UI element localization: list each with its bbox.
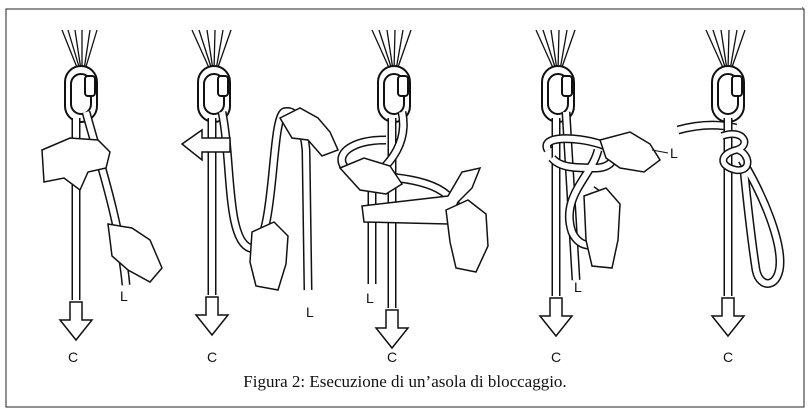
hand-icon [446, 200, 488, 272]
carabiner-icon [65, 66, 97, 122]
ropes-top-1 [62, 30, 97, 70]
carabiner-icon [712, 66, 744, 122]
corner-mark: , [801, 0, 804, 10]
step-1 [42, 30, 162, 340]
step-4-bottom-label: C [551, 349, 561, 365]
step-1-bottom-label: C [68, 349, 78, 365]
hand-icon [250, 222, 288, 290]
step-5-bottom-label: C [723, 349, 733, 365]
figure-caption: Figura 2: Esecuzione di un’asola di bloc… [0, 372, 810, 392]
step-4-side-label: L [574, 279, 582, 295]
step-3-bottom-label: C [387, 349, 397, 365]
arrow-down-icon [60, 302, 92, 340]
step-2-bottom-label: C [207, 349, 217, 365]
arrow-down-icon [540, 298, 572, 336]
step-5-side-label: L [670, 145, 678, 161]
arrow-down-icon [196, 297, 228, 335]
arrow-down-icon [376, 310, 408, 348]
step-1-side-label: L [120, 288, 128, 304]
step-4 [536, 30, 660, 336]
hand-icon [584, 188, 620, 268]
step-3-side-label: L [366, 290, 374, 306]
step-3 [340, 30, 488, 348]
hand-icon [42, 138, 110, 190]
step-2-side-label: L [306, 304, 314, 320]
step-2 [182, 30, 338, 335]
arrow-down-icon [712, 298, 744, 336]
step-5 [678, 30, 780, 336]
hand-icon [108, 224, 162, 282]
